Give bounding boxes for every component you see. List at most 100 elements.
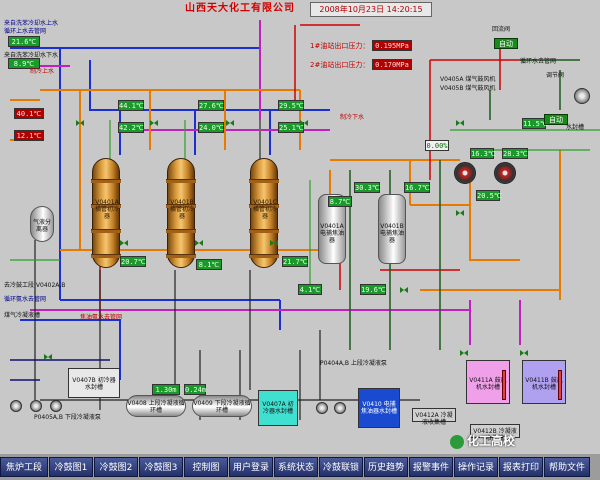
- t5-label: V0410 电捕焦油器水封槽: [360, 401, 397, 415]
- pressure-1-value: 0.195MPa: [372, 40, 412, 51]
- pump-4[interactable]: [316, 402, 328, 414]
- nav-alarm-events[interactable]: 报警事件: [409, 457, 453, 477]
- pump-1[interactable]: [10, 400, 22, 412]
- page-title: 山西天大化工有限公司: [185, 3, 295, 14]
- reading-fan-4: 28.3℃: [502, 148, 528, 159]
- valve-8[interactable]: [456, 120, 464, 127]
- primary-cooler-c3[interactable]: V0401C 横管初冷器: [249, 158, 279, 268]
- t1-label: V0407B 初冷器水封槽: [72, 377, 116, 391]
- t7-label: V0412B 冷凝液收集槽: [473, 428, 517, 442]
- t4-label: V0407A 初冷器水封槽: [262, 401, 294, 415]
- reading-c3-top-b: 25.1℃: [278, 122, 304, 133]
- reading-e2-mid: 16.7℃: [404, 182, 430, 193]
- reading-c3-top-a: 29.5℃: [278, 100, 304, 111]
- nav-login[interactable]: 用户登录: [229, 457, 273, 477]
- control-valve-label: 调节阀: [546, 72, 565, 79]
- left-label-3: 焦油氨水去管网: [80, 314, 123, 321]
- left-label-2: 煤气冷凝液槽: [4, 312, 41, 319]
- valve-10[interactable]: [400, 287, 408, 294]
- valve-1[interactable]: [76, 120, 84, 127]
- wechat-icon: [450, 434, 464, 449]
- nav-interlock[interactable]: 冷鼓联锁: [319, 457, 363, 477]
- gas-blower-a[interactable]: [454, 162, 476, 184]
- tank-v0408[interactable]: V0408 上段冷凝液循环槽: [126, 395, 186, 417]
- tank-v0409[interactable]: V0409 下段冷凝液循环槽: [192, 395, 252, 417]
- datetime-display: 2008年10月23日 14:20:15: [310, 2, 432, 17]
- t3-label: V0409 下段冷凝液循环槽: [193, 400, 251, 414]
- tank-v0412a[interactable]: V0412A 冷凝液收集槽: [412, 408, 456, 426]
- c1-label: V0401A 横管初冷器: [95, 199, 120, 220]
- reading-c1-top-a: 44.1℃: [118, 100, 144, 111]
- t9-label: V0411B 鼓风机水封槽: [525, 377, 563, 391]
- return-valve-label: 回流阀: [492, 26, 511, 33]
- sep-label: 气液分离器: [32, 219, 51, 233]
- reading-fan-3: 11.5℃: [522, 118, 548, 129]
- t6-label: V0412A 冷凝液收集槽: [415, 412, 453, 426]
- nav-coke-oven[interactable]: 焦炉工段: [0, 457, 48, 477]
- nav-system-status[interactable]: 系统状态: [274, 457, 318, 477]
- pressure-1-label: 1#油站出口压力：: [310, 42, 370, 50]
- reading-e1-top: 8.7℃: [328, 196, 352, 207]
- bottom-navigation: 焦炉工段 冷鼓图1 冷鼓图2 冷鼓图3 控制图 用户登录 系统状态 冷鼓联锁 历…: [0, 454, 600, 480]
- gas-liquid-separator[interactable]: 气液分离器: [30, 206, 54, 242]
- pump-3[interactable]: [50, 400, 62, 412]
- valve-13[interactable]: [520, 350, 528, 357]
- valve-11[interactable]: [44, 354, 52, 361]
- valve-4[interactable]: [300, 120, 308, 127]
- watermark: 化工高校: [450, 432, 595, 452]
- valve-9[interactable]: [456, 210, 464, 217]
- auto-button-1[interactable]: 自动: [494, 38, 518, 49]
- tank-v0407b[interactable]: V0407B 初冷器水封槽: [68, 368, 120, 398]
- water-seal-label: 水封槽: [566, 124, 585, 131]
- e1-label: V0401A 电捕焦油器: [319, 223, 344, 244]
- precipitator-b[interactable]: V0401B 电捕焦油器: [378, 194, 406, 264]
- nav-drum-3[interactable]: 冷鼓图3: [139, 457, 183, 477]
- tank-v0410[interactable]: V0410 电捕焦油器水封槽: [358, 388, 400, 428]
- primary-cooler-c1[interactable]: V0401A 横管初冷器: [91, 158, 121, 268]
- tank-v0407a[interactable]: V0407A 初冷器水封槽: [258, 390, 298, 426]
- valve-6[interactable]: [195, 240, 203, 247]
- left-label-4: 循环氨水去管网: [4, 296, 47, 303]
- reading-fan-1: 16.3℃: [470, 148, 496, 159]
- reading-c2-top-a: 27.6℃: [198, 100, 224, 111]
- label-circ-supply: 循环上水去管网: [4, 28, 47, 35]
- primary-cooler-c2[interactable]: V0401B 横管初冷器: [166, 158, 196, 268]
- gas-blower-b[interactable]: [494, 162, 516, 184]
- c2-label: V0401B 横管初冷器: [170, 199, 195, 220]
- nav-history-trend[interactable]: 历史趋势: [364, 457, 408, 477]
- fan-label-b: V0405B 煤气鼓风机: [440, 85, 496, 92]
- nav-control[interactable]: 控制图: [184, 457, 228, 477]
- label-chilled-supply: 制冷上水: [30, 68, 55, 75]
- nav-help[interactable]: 帮助文件: [544, 457, 590, 477]
- value-top-left-2: 8.9℃: [8, 58, 40, 69]
- nav-report-print[interactable]: 报表打印: [499, 457, 543, 477]
- valve-3[interactable]: [226, 120, 234, 127]
- reading-c2-bottom: 8.1℃: [196, 259, 222, 270]
- reading-bottom-tank-2: 0.24m: [184, 384, 207, 395]
- valve-2[interactable]: [150, 120, 158, 127]
- nav-operation-log[interactable]: 操作记录: [454, 457, 498, 477]
- pump-2[interactable]: [30, 400, 42, 412]
- tank-v0412b[interactable]: V0412B 冷凝液收集槽: [470, 424, 520, 442]
- reading-fan-2: 20.5℃: [476, 190, 502, 201]
- label-cooling-return-supply: 来自洗苯冷却水上水: [4, 20, 59, 27]
- t2-label: V0408 上段冷凝液循环槽: [127, 400, 185, 414]
- level-indicator-b: [558, 370, 562, 400]
- valve-5[interactable]: [120, 240, 128, 247]
- e2-label: V0401B 电捕焦油器: [379, 223, 404, 244]
- auto-button-2[interactable]: 自动: [544, 114, 568, 125]
- pressure-2-value: 0.170MPa: [372, 59, 412, 70]
- top-right-pump[interactable]: [574, 88, 590, 104]
- c3-label: V0401C 横管初冷器: [253, 199, 278, 220]
- left-label-1: 去冷鼓工段 V0402A,B: [4, 282, 66, 289]
- fan-label-a: V0405A 煤气鼓风机: [440, 76, 496, 83]
- pump-5[interactable]: [334, 402, 346, 414]
- watermark-text: 化工高校: [467, 434, 516, 448]
- valve-12[interactable]: [460, 350, 468, 357]
- circ-water-label: 循环水去管网: [520, 58, 557, 65]
- valve-7[interactable]: [270, 240, 278, 247]
- nav-drum-2[interactable]: 冷鼓图2: [94, 457, 138, 477]
- reading-c1-bottom: 20.7℃: [120, 256, 146, 267]
- nav-drum-1[interactable]: 冷鼓图1: [49, 457, 93, 477]
